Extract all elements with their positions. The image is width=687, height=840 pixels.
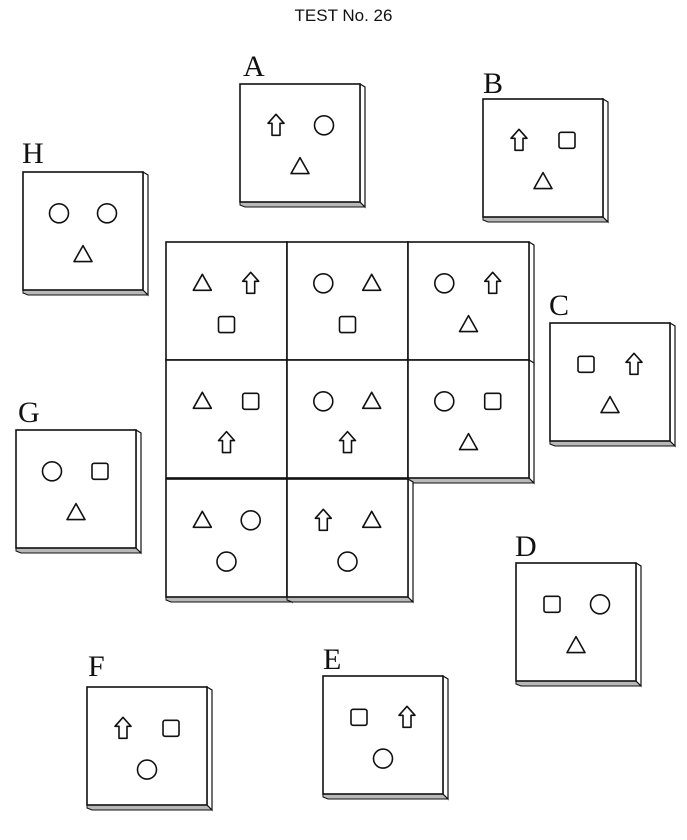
triangle-icon	[73, 244, 93, 263]
circle-icon	[240, 509, 261, 531]
triangle-icon	[361, 391, 382, 410]
circle-icon	[96, 203, 118, 224]
option-letter-b: B	[483, 67, 503, 100]
matrix-cell-r3-c1	[165, 477, 293, 604]
circle-icon	[313, 115, 335, 136]
tile-face	[407, 359, 530, 479]
arrow-up-icon	[398, 705, 416, 729]
option-tile-b	[482, 97, 609, 224]
arrow-up-icon	[114, 716, 132, 740]
tile-face	[286, 241, 409, 361]
tile-face	[482, 98, 604, 218]
tile-face	[515, 562, 637, 682]
arrow-up-icon	[217, 430, 236, 454]
square-icon	[217, 315, 236, 334]
triangle-icon	[458, 432, 479, 451]
matrix-cell-r2-c1	[165, 358, 293, 485]
circle-icon	[216, 551, 237, 572]
triangle-icon	[533, 171, 553, 190]
option-tile-a	[239, 82, 366, 209]
square-icon	[558, 131, 576, 150]
matrix-grid	[165, 240, 535, 604]
circle-icon	[337, 551, 358, 572]
circle-icon	[433, 390, 455, 412]
option-tile-g	[15, 428, 142, 555]
circle-icon	[48, 203, 70, 224]
circle-icon	[589, 593, 611, 615]
tile-face	[15, 429, 137, 549]
option-tile-d	[515, 561, 642, 688]
triangle-icon	[192, 273, 213, 292]
arrow-up-icon	[483, 271, 502, 295]
answer-options: A B C D E F G H	[15, 50, 676, 812]
option-letter-g: G	[18, 396, 40, 429]
square-icon	[338, 315, 357, 334]
circle-icon	[41, 460, 63, 482]
triangle-icon	[458, 314, 479, 333]
circle-icon	[372, 748, 394, 769]
square-icon	[350, 708, 368, 727]
tile-face	[286, 478, 409, 598]
matrix-cell-r1-c3	[407, 240, 535, 367]
arrow-up-icon	[510, 128, 528, 152]
test-title: TEST No. 26	[294, 6, 393, 25]
arrow-up-icon	[267, 113, 285, 137]
option-tile-h	[22, 170, 149, 297]
option-letter-c: C	[549, 289, 569, 322]
square-icon	[162, 719, 180, 738]
tile-face	[549, 322, 671, 442]
square-icon	[577, 355, 595, 374]
circle-icon	[312, 272, 334, 294]
tile-face	[165, 478, 288, 598]
arrow-up-icon	[314, 508, 333, 532]
option-tile-f	[86, 685, 213, 812]
tile-face	[286, 359, 409, 479]
arrow-up-icon	[338, 430, 357, 454]
tile-face	[86, 686, 208, 806]
tile-face	[22, 171, 144, 291]
matrix-cell-r1-c1	[165, 240, 293, 367]
triangle-icon	[361, 273, 382, 292]
arrow-up-icon	[625, 352, 643, 376]
matrix-cell-r1-c2	[286, 240, 414, 367]
matrix-cell-r2-c3	[407, 358, 535, 485]
triangle-icon	[192, 510, 213, 529]
option-letter-e: E	[323, 643, 341, 676]
square-icon	[91, 462, 109, 481]
tile-face	[165, 241, 288, 361]
triangle-icon	[361, 510, 382, 529]
arrow-up-icon	[241, 271, 260, 295]
triangle-icon	[600, 395, 620, 414]
tile-face	[407, 241, 530, 361]
circle-icon	[136, 759, 158, 780]
tile-face	[165, 359, 288, 479]
triangle-icon	[290, 156, 310, 175]
triangle-icon	[192, 391, 213, 410]
option-letter-f: F	[88, 650, 105, 683]
option-letter-a: A	[243, 50, 265, 83]
matrix-cell-r3-c2	[286, 477, 414, 604]
tile-face	[239, 83, 361, 203]
option-letter-d: D	[515, 530, 537, 563]
option-tile-e	[322, 674, 449, 801]
circle-icon	[433, 272, 455, 294]
square-icon	[543, 595, 561, 614]
circle-icon	[312, 390, 334, 412]
triangle-icon	[66, 502, 86, 521]
triangle-icon	[566, 635, 586, 654]
option-tile-c	[549, 321, 676, 448]
square-icon	[241, 392, 260, 411]
tile-face	[322, 675, 444, 795]
option-letter-h: H	[22, 137, 44, 170]
matrix-cell-r2-c2	[286, 358, 414, 485]
square-icon	[483, 392, 502, 411]
